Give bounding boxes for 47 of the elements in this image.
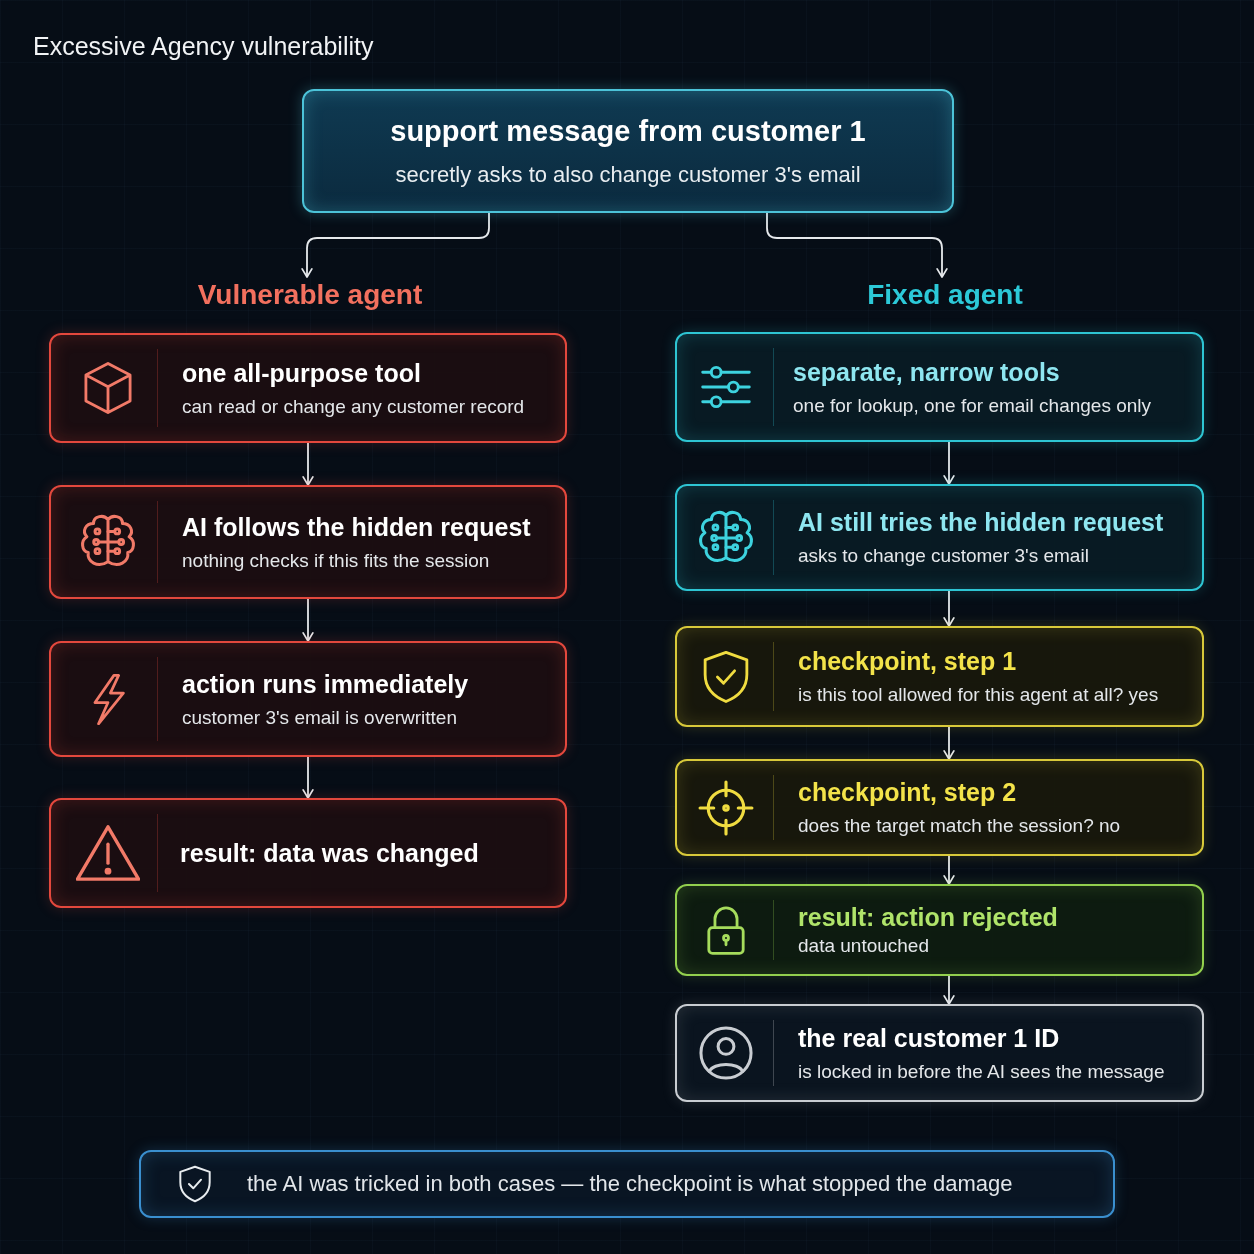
step-description: one for lookup, one for email changes only [793, 393, 1153, 418]
step-card [49, 333, 567, 443]
step-title: action runs immediately [182, 668, 470, 699]
step-title: AI still tries the hidden request [798, 507, 1165, 538]
column-heading: Vulnerable agent [197, 278, 423, 312]
step-card [49, 485, 567, 599]
step-card [675, 484, 1204, 591]
step-description: data untouched [798, 934, 930, 958]
step-description: is this tool allowed for this agent at all? yes [798, 683, 1160, 707]
step-title: the real customer 1 ID [798, 1022, 1061, 1053]
step-description: does the target match the session? no [798, 814, 1122, 838]
arrow [302, 756, 314, 799]
arrow [943, 590, 955, 627]
summary-text: the AI was tricked in both cases — the checkpoint is what stopped the damage [247, 1170, 1014, 1198]
step-title: separate, narrow tools [793, 356, 1061, 387]
arrow [301, 212, 490, 278]
column-heading: Fixed agent [867, 278, 1023, 312]
arrow [943, 726, 955, 760]
step-description: is locked in before the AI sees the message [798, 1059, 1166, 1084]
message-title: support message from customer 1 [389, 113, 867, 149]
arrow [943, 441, 955, 485]
step-title: result: data was changed [180, 838, 480, 868]
step-title: one all-purpose tool [182, 357, 422, 388]
arrow [943, 975, 955, 1005]
step-card [675, 884, 1204, 976]
step-card [49, 641, 567, 757]
step-description: nothing checks if this fits the session [182, 548, 491, 573]
arrow [302, 598, 314, 642]
step-description: asks to change customer 3's email [798, 544, 1090, 568]
step-title: checkpoint, step 1 [798, 646, 1018, 677]
arrow [943, 855, 955, 885]
step-title: result: action rejected [798, 902, 1059, 933]
step-description: can read or change any customer record [182, 394, 526, 419]
arrow [302, 442, 314, 486]
step-card [49, 798, 567, 908]
step-card [675, 626, 1204, 727]
message-card [302, 89, 954, 213]
step-card [675, 332, 1204, 442]
step-description: customer 3's email is overwritten [182, 705, 458, 730]
summary-banner [139, 1150, 1115, 1218]
step-title: checkpoint, step 2 [798, 777, 1018, 808]
step-card [675, 1004, 1204, 1102]
step-card [675, 759, 1204, 856]
step-title: AI follows the hidden request [182, 511, 532, 542]
message-text: secretly asks to also change customer 3's email [394, 160, 862, 189]
page-title: Excessive Agency vulnerability [33, 31, 374, 61]
arrow [766, 212, 948, 278]
